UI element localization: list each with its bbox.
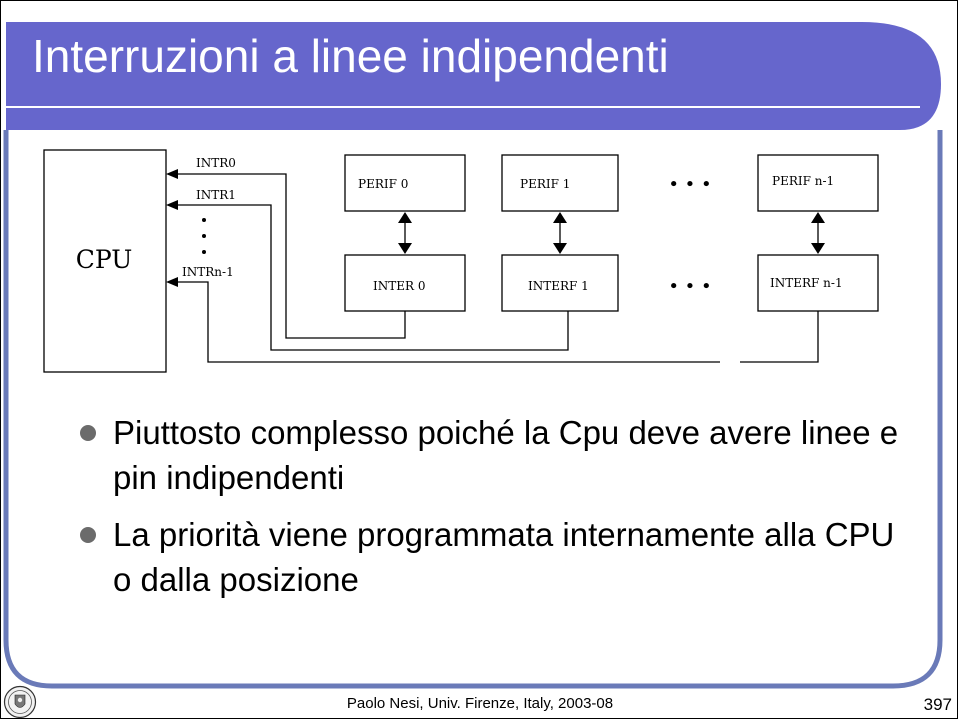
vertical-dot	[202, 234, 206, 238]
perif-0-box	[344, 154, 466, 212]
intr1-line	[172, 204, 569, 351]
intr0-arrow	[166, 169, 178, 179]
perif-n1-box	[757, 154, 879, 212]
bullet-list: Piuttosto complesso poiché la Cpu deve a…	[80, 410, 900, 614]
ellipsis-top: • • •	[668, 174, 711, 195]
page-number: 397	[923, 695, 952, 714]
intrn1-line-tail	[740, 311, 819, 363]
bullet-text: Piuttosto complesso poiché la Cpu deve a…	[113, 414, 899, 496]
vertical-dot	[202, 250, 206, 254]
perif-n1-label: PERIF n-1	[772, 174, 834, 188]
cpu-label: CPU	[76, 245, 133, 274]
interf-1-box	[501, 254, 619, 312]
university-seal-logo	[3, 685, 37, 719]
inter-0-label: INTER 0	[373, 279, 426, 293]
cpu-box	[43, 149, 167, 373]
bullet-dot	[80, 527, 96, 543]
bullet-item: La priorità viene programmata internamen…	[80, 512, 900, 602]
slide-title: Interruzioni a linee indipendenti	[32, 30, 669, 82]
ellipsis-bottom: • • •	[668, 276, 711, 297]
intr0-label: INTR0	[196, 156, 236, 170]
bullet-dot	[80, 425, 96, 441]
title-bar	[6, 22, 941, 130]
intr1-label: INTR1	[196, 188, 236, 202]
interf-1-label: INTERF 1	[528, 279, 589, 293]
content-frame	[3, 130, 943, 689]
perif-0-label: PERIF 0	[358, 177, 408, 191]
bullet-text: La priorità viene programmata internamen…	[113, 516, 895, 598]
intr0-line	[172, 173, 406, 339]
footer-text: Paolo Nesi, Univ. Firenze, Italy, 2003-0…	[346, 695, 614, 712]
intrn1-line	[172, 281, 720, 363]
perif-1-label: PERIF 1	[520, 177, 570, 191]
intr1-arrow	[166, 200, 178, 210]
perif-1-box	[501, 154, 619, 212]
bullet-item: Piuttosto complesso poiché la Cpu deve a…	[80, 410, 900, 500]
vertical-dot	[202, 218, 206, 222]
intrn1-arrow	[166, 277, 178, 287]
interf-n1-label: INTERF n-1	[770, 276, 843, 290]
intrn1-label: INTRn-1	[182, 265, 234, 279]
